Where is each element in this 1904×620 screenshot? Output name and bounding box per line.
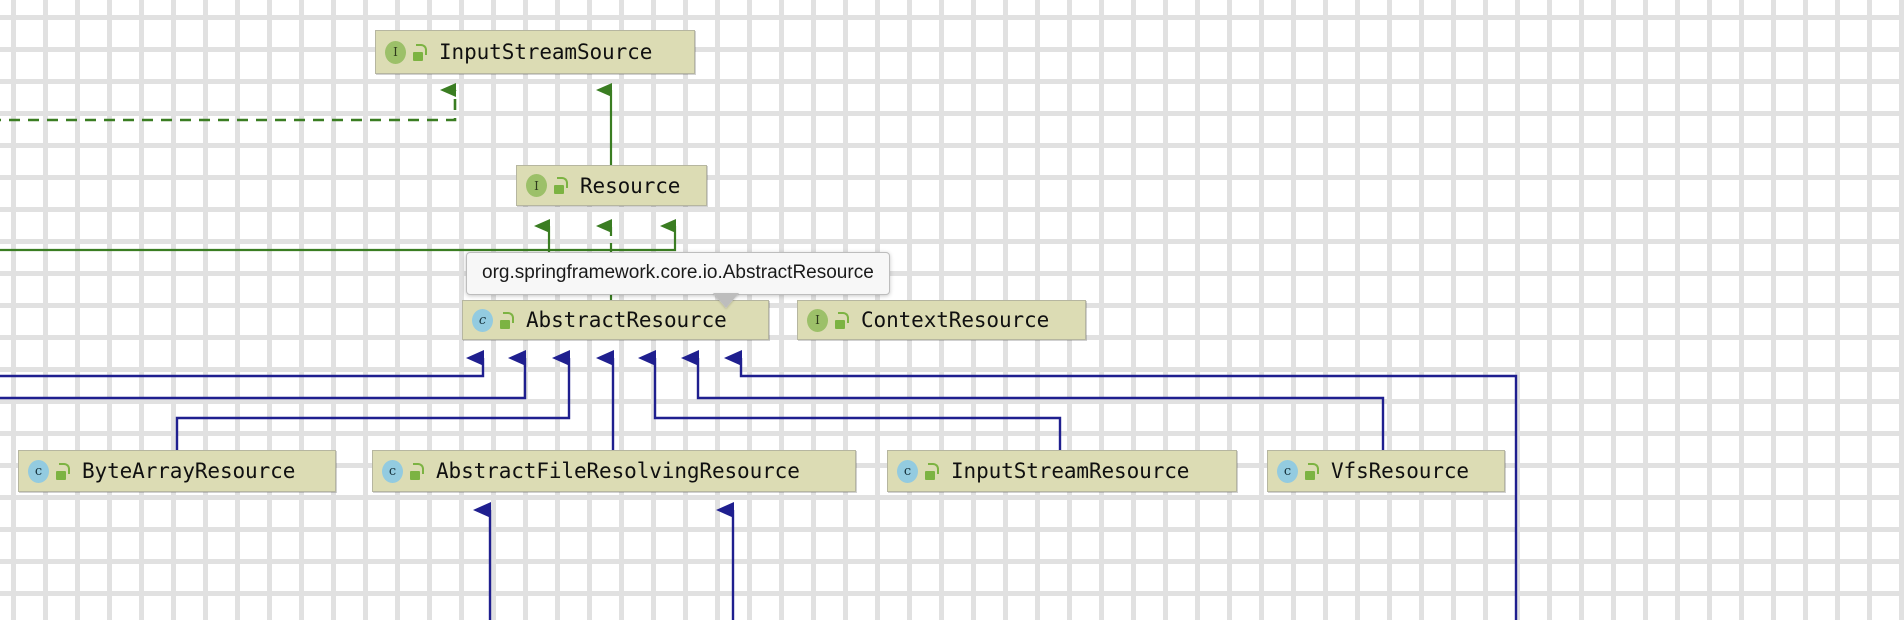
node-icons: c	[28, 459, 70, 483]
tooltip-pointer-icon	[713, 293, 739, 308]
node-label: InputStreamResource	[951, 459, 1190, 483]
class-icon: c	[897, 459, 918, 483]
public-unlocked-icon	[408, 462, 424, 480]
node-label: ContextResource	[861, 308, 1050, 332]
class-icon: c	[382, 459, 403, 483]
node-label: ByteArrayResource	[82, 459, 296, 483]
edge-blue-1	[0, 350, 485, 378]
public-unlocked-icon	[1303, 462, 1319, 480]
class-icon: c	[472, 308, 493, 332]
node-label: AbstractFileResolvingResource	[436, 459, 800, 483]
public-unlocked-icon	[833, 311, 849, 329]
interface-icon: I	[385, 40, 406, 64]
node-vfs-resource[interactable]: c VfsResource	[1267, 450, 1505, 492]
node-label: InputStreamSource	[439, 40, 653, 64]
node-icons: I	[807, 308, 849, 332]
tooltip: org.springframework.core.io.AbstractReso…	[466, 252, 890, 308]
node-icons: c	[1277, 459, 1319, 483]
public-unlocked-icon	[411, 43, 427, 61]
node-input-stream-source[interactable]: I InputStreamSource	[375, 30, 695, 74]
node-context-resource[interactable]: I ContextResource	[797, 300, 1086, 340]
tooltip-text: org.springframework.core.io.AbstractReso…	[482, 262, 874, 283]
public-unlocked-icon	[54, 462, 70, 480]
node-icons: I	[385, 40, 427, 64]
node-label: AbstractResource	[526, 308, 727, 332]
node-input-stream-resource[interactable]: c InputStreamResource	[887, 450, 1237, 492]
public-unlocked-icon	[552, 177, 568, 194]
public-unlocked-icon	[923, 462, 939, 480]
node-icons: c	[382, 459, 424, 483]
node-icons: c	[897, 459, 939, 483]
edge-blue-2	[0, 350, 527, 400]
public-unlocked-icon	[498, 311, 514, 329]
edge-inputstreamresource-to-abstractresource	[638, 350, 1062, 450]
node-icons: I	[526, 174, 568, 197]
node-label: Resource	[580, 173, 681, 198]
edge-bytearrayresource-to-abstractresource	[175, 350, 571, 450]
edge-offcanvas2-to-resource	[0, 219, 677, 252]
node-byte-array-resource[interactable]: c ByteArrayResource	[18, 450, 336, 492]
node-label: VfsResource	[1331, 459, 1469, 483]
edge-vfsresource-to-abstractresource	[681, 350, 1385, 450]
interface-icon: I	[526, 174, 547, 197]
class-icon: c	[28, 459, 49, 483]
node-abstract-file-resolving-resource[interactable]: c AbstractFileResolvingResource	[372, 450, 856, 492]
node-resource[interactable]: I Resource	[516, 165, 707, 206]
interface-icon: I	[807, 308, 828, 332]
node-icons: c	[472, 308, 514, 332]
edge-offcanvas-to-inputstreamsource	[0, 83, 457, 122]
class-icon: c	[1277, 459, 1298, 483]
